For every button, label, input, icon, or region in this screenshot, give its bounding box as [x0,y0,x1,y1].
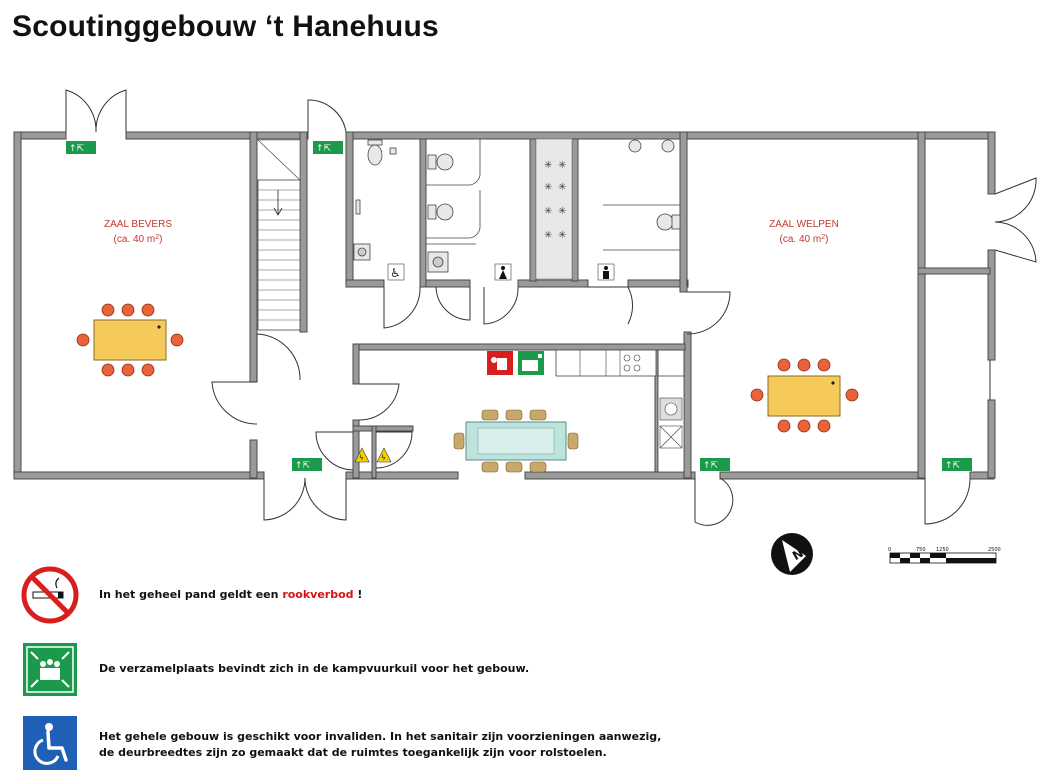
svg-text:↑⇱: ↑⇱ [295,461,311,471]
svg-text:✳: ✳ [558,160,566,171]
svg-text:♿: ♿ [390,266,401,280]
assembly-point-icon [23,643,77,696]
sanitary [353,139,681,273]
emergency-exit-icon: ↑⇱ [66,141,96,154]
shower-area [535,138,573,280]
walls [13,131,996,480]
assembly-note: De verzamelplaats bevindt zich in de kam… [99,662,530,675]
electric-hazard-icon: ϟ [376,447,392,463]
scale-label: 2500 [988,547,1001,553]
staircase [257,139,301,331]
scale-label: 0 [888,547,891,553]
svg-text:↑⇱: ↑⇱ [316,144,332,154]
svg-text:✳: ✳ [558,182,566,193]
dining-table [453,409,579,473]
room-label-bevers: ZAAL BEVERS [104,219,172,230]
svg-text:✳: ✳ [544,230,552,241]
svg-text:↑⇱: ↑⇱ [69,144,85,154]
smoking-note-text: In het geheel pand geldt een [99,588,283,601]
emergency-exit-icon: ↑⇱ [292,458,322,471]
svg-text:ϟ: ϟ [359,454,364,462]
smoking-note-highlight: rookverbod [282,588,354,601]
wheelchair-toilet-sign-icon: ♿ [387,263,405,281]
accessibility-note-line2: de deurbreedtes zijn zo gemaakt dat de r… [99,746,607,759]
electric-hazard-icon: ϟ [354,447,370,463]
emergency-exit-icon: ↑⇱ [700,458,730,471]
svg-text:✳: ✳ [544,182,552,193]
emergency-exit-icon: ↑⇱ [942,458,972,471]
svg-text:✳: ✳ [558,206,566,217]
svg-text:↑⇱: ↑⇱ [703,461,719,471]
women-toilet-sign-icon [494,263,512,281]
bevers-table [76,303,184,377]
emergency-exit-icon: ↑⇱ [313,141,343,154]
fire-extinguisher-icon [487,351,513,375]
smoking-note: In het geheel pand geldt een rookverbod … [99,587,362,603]
page-title: Scoutinggebouw ‘t Hanehuus [12,10,439,43]
north-arrow-icon: N [771,533,813,575]
room-label-welpen: ZAAL WELPEN [769,219,839,230]
accessibility-note: Het gehele gebouw is geschikt voor inval… [99,729,661,761]
svg-text:✳: ✳ [544,206,552,217]
room-size-welpen: (ca. 40 m2) [780,234,829,246]
scale-bar: 0 750 1250 2500 [888,547,1001,564]
svg-text:↑⇱: ↑⇱ [945,461,961,471]
scale-label: 1250 [936,547,949,553]
first-aid-icon [518,351,544,375]
room-size-bevers: (ca. 40 m2) [114,234,163,246]
men-toilet-sign-icon [597,263,615,281]
kitchen [555,349,685,473]
scale-label: 750 [916,547,926,553]
svg-text:✳: ✳ [558,230,566,241]
doors [65,89,1037,526]
accessibility-note-line1: Het gehele gebouw is geschikt voor inval… [99,730,662,743]
shower-heads: ✳ ✳ ✳ ✳ ✳ ✳ ✳ ✳ [544,160,566,241]
no-smoking-icon [21,566,79,624]
smoking-note-end: ! [353,588,363,601]
svg-text:ϟ: ϟ [381,454,386,462]
toilet-stalls [426,139,680,251]
wheelchair-icon [23,716,77,770]
svg-text:✳: ✳ [544,160,552,171]
welpen-table [750,358,859,433]
